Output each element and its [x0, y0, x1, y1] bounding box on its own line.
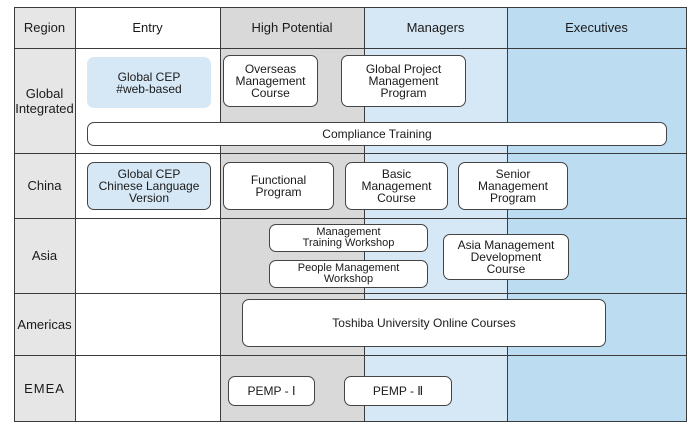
program-management-training-workshop[interactable]: Management Training Workshop: [269, 224, 428, 252]
header-entry: Entry: [132, 20, 163, 35]
program-basic-management[interactable]: Basic Management Course: [345, 162, 448, 210]
program-label: PEMP - Ⅱ: [372, 384, 424, 398]
program-toshiba-university-online[interactable]: Toshiba University Online Courses: [242, 299, 606, 347]
program-people-management-workshop[interactable]: People Management Workshop: [269, 260, 428, 288]
program-label: People Management Workshop: [297, 262, 400, 285]
row-label-asia: Asia: [14, 218, 75, 293]
program-label: Management Training Workshop: [302, 226, 395, 249]
grid-line-header-bottom: [14, 48, 686, 49]
grid-line-right: [686, 7, 687, 422]
program-senior-management[interactable]: Senior Management Program: [458, 162, 568, 210]
program-global-cep-web[interactable]: Global CEP #web-based: [87, 57, 211, 108]
executives-column-bg: [507, 7, 686, 422]
grid-line-top: [14, 7, 686, 8]
program-label: Global Project Management Program: [365, 62, 442, 100]
program-label: Asia Management Development Course: [457, 238, 555, 276]
program-asia-management-development[interactable]: Asia Management Development Course: [443, 234, 569, 280]
program-global-project-management[interactable]: Global Project Management Program: [341, 55, 466, 107]
row-label-global-integrated: Global Integrated: [14, 48, 75, 153]
header-high-potential: High Potential: [251, 20, 333, 35]
grid-line-col-4: [507, 7, 508, 422]
program-label: Toshiba University Online Courses: [332, 316, 516, 330]
grid-line-row-4: [14, 355, 686, 356]
program-pemp-1[interactable]: PEMP - Ⅰ: [228, 376, 315, 406]
program-label: Compliance Training: [322, 127, 432, 141]
program-functional[interactable]: Functional Program: [223, 162, 334, 210]
grid-line-col-2: [220, 7, 221, 422]
grid-line-row-1: [14, 153, 686, 154]
program-label: Functional Program: [250, 173, 307, 199]
row-label-emea: EMEA: [14, 355, 75, 422]
grid-line-row-2: [14, 218, 686, 219]
row-label-americas: Americas: [14, 293, 75, 355]
program-compliance-training[interactable]: Compliance Training: [87, 122, 667, 146]
program-overseas-management[interactable]: Overseas Management Course: [223, 55, 318, 107]
program-label: Basic Management Course: [361, 167, 432, 205]
row-label-china: China: [14, 153, 75, 218]
program-label: Global CEP Chinese Language Version: [98, 167, 200, 205]
header-managers: Managers: [406, 20, 465, 35]
program-pemp-2[interactable]: PEMP - Ⅱ: [344, 376, 452, 406]
row-label-text: Global Integrated: [15, 85, 74, 116]
grid-line-col-1: [75, 7, 76, 422]
header-executives: Executives: [565, 20, 628, 35]
program-label: Senior Management Program: [477, 167, 549, 205]
program-label: PEMP - Ⅰ: [247, 384, 296, 398]
grid-line-col-3: [364, 7, 365, 422]
program-label: Global CEP #web-based: [116, 69, 182, 96]
grid-line-left: [14, 7, 15, 422]
header-region: Region: [14, 7, 75, 48]
grid-line-bottom: [14, 421, 686, 422]
program-global-cep-chinese[interactable]: Global CEP Chinese Language Version: [87, 162, 211, 210]
program-label: Overseas Management Course: [235, 62, 306, 100]
grid-line-row-3: [14, 293, 686, 294]
